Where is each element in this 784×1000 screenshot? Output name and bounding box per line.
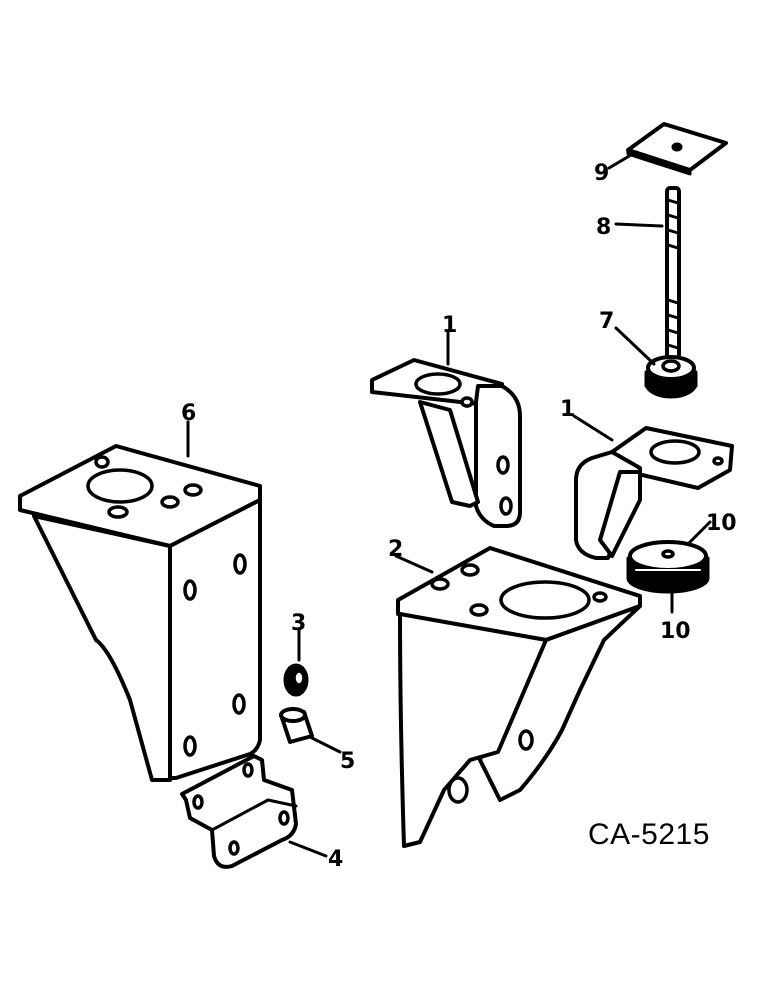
part-7-nut bbox=[644, 355, 698, 399]
callout-3: 3 bbox=[291, 611, 306, 636]
callout-7: 7 bbox=[599, 309, 614, 334]
callout-10-lower: 10 bbox=[660, 619, 691, 644]
callout-9: 9 bbox=[594, 161, 609, 186]
callout-1-upper: 1 bbox=[442, 313, 457, 338]
callout-labels: 9 8 7 1 1 6 10 2 10 3 5 4 bbox=[181, 161, 737, 872]
leader-lines bbox=[186, 150, 712, 858]
part-10-rubber-mount bbox=[626, 540, 710, 594]
part-2-support bbox=[396, 546, 642, 848]
callout-6: 6 bbox=[181, 401, 196, 426]
part-9-plate bbox=[626, 122, 728, 176]
callout-10-upper: 10 bbox=[706, 511, 737, 536]
callout-5: 5 bbox=[340, 749, 355, 774]
callout-1-right: 1 bbox=[560, 397, 575, 422]
part-8-rod bbox=[665, 186, 681, 360]
callout-4: 4 bbox=[328, 847, 343, 872]
callout-2: 2 bbox=[388, 537, 403, 562]
callout-8: 8 bbox=[596, 215, 611, 240]
part-1-right-bracket bbox=[574, 426, 734, 560]
part-6-support bbox=[18, 444, 262, 782]
figure-id: CA-5215 bbox=[588, 818, 710, 851]
part-5-spacer bbox=[279, 707, 314, 744]
part-3-washer bbox=[283, 663, 309, 697]
part-1-upper-bracket bbox=[370, 358, 522, 528]
part-4-z-bracket bbox=[180, 754, 298, 869]
